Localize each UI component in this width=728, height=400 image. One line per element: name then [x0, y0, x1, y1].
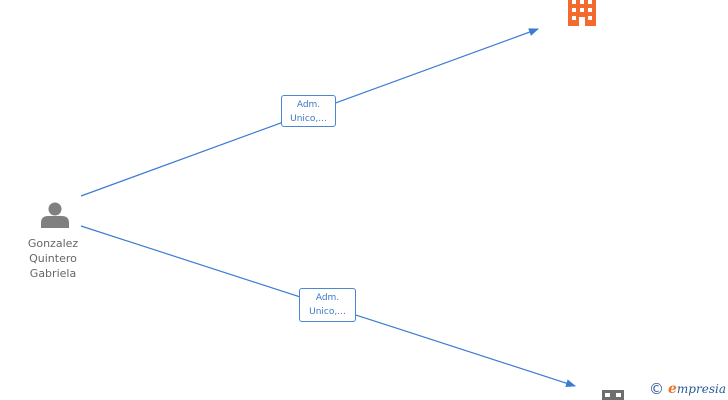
person-name-label[interactable]: Gonzalez Quintero Gabriela — [14, 236, 92, 281]
brand-logo: empresia — [668, 381, 726, 397]
relation-label-primary[interactable]: Adm. Unico,... — [281, 95, 336, 127]
copyright-icon: © — [649, 380, 664, 398]
company-building-icon-secondary[interactable] — [602, 390, 624, 400]
brand-logo-initial: e — [668, 381, 677, 397]
brand-logo-text: mpresia — [676, 382, 726, 396]
person-name-line-3: Gabriela — [29, 267, 77, 280]
person-name-line-1: Gonzalez — [27, 237, 79, 250]
relation-role-line-2: Unico,... — [309, 307, 346, 317]
relation-role-line-2: Unico,... — [290, 114, 327, 124]
person-node-icon[interactable] — [41, 202, 69, 229]
company-building-icon-primary[interactable] — [568, 0, 596, 26]
relation-label-secondary[interactable]: Adm. Unico,... — [299, 288, 356, 322]
empresia-watermark[interactable]: © empresia — [649, 378, 726, 400]
relation-role-line-1: Adm. — [296, 100, 321, 110]
relation-role-line-1: Adm. — [315, 293, 340, 303]
person-name-line-2: Quintero — [29, 252, 77, 265]
